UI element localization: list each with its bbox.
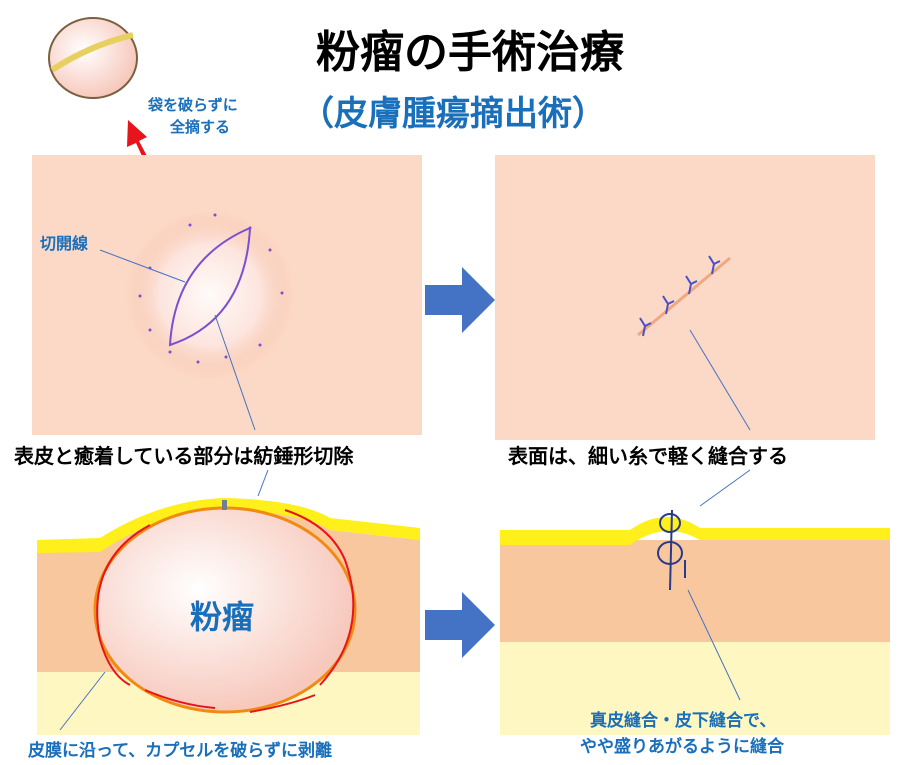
cross-section-before [37, 469, 420, 735]
incision-dots [138, 213, 284, 364]
label-remove-line1: 袋を破らずに [148, 96, 238, 114]
cross-section-after [500, 469, 890, 735]
caption-excision: 表皮と癒着している部分は紡錘形切除 [14, 444, 354, 468]
blue-arrow-bottom [425, 592, 495, 658]
caption-peel: 皮膜に沿って、カプセルを破らずに剥離 [28, 741, 332, 761]
removed-cyst-image [48, 17, 138, 99]
suture-stitches [639, 255, 721, 337]
label-incision-line: 切開線 [40, 234, 89, 253]
page-title: 粉瘤の手術治療 [316, 27, 624, 78]
label-cyst: 粉瘤 [190, 598, 255, 636]
incision-line [168, 226, 252, 347]
caption-deep-line2: やや盛りあがるように縫合 [580, 737, 784, 757]
caption-deep-line1: 真皮縫合・皮下縫合で、 [590, 711, 777, 731]
blue-arrow-top [425, 267, 495, 333]
label-remove-line2: 全摘する [170, 118, 231, 136]
caption-suture: 表面は、細い糸で軽く縫合する [508, 444, 788, 468]
page-subtitle: （皮膚腫瘍摘出術） [300, 94, 606, 134]
deep-sutures [657, 509, 686, 591]
